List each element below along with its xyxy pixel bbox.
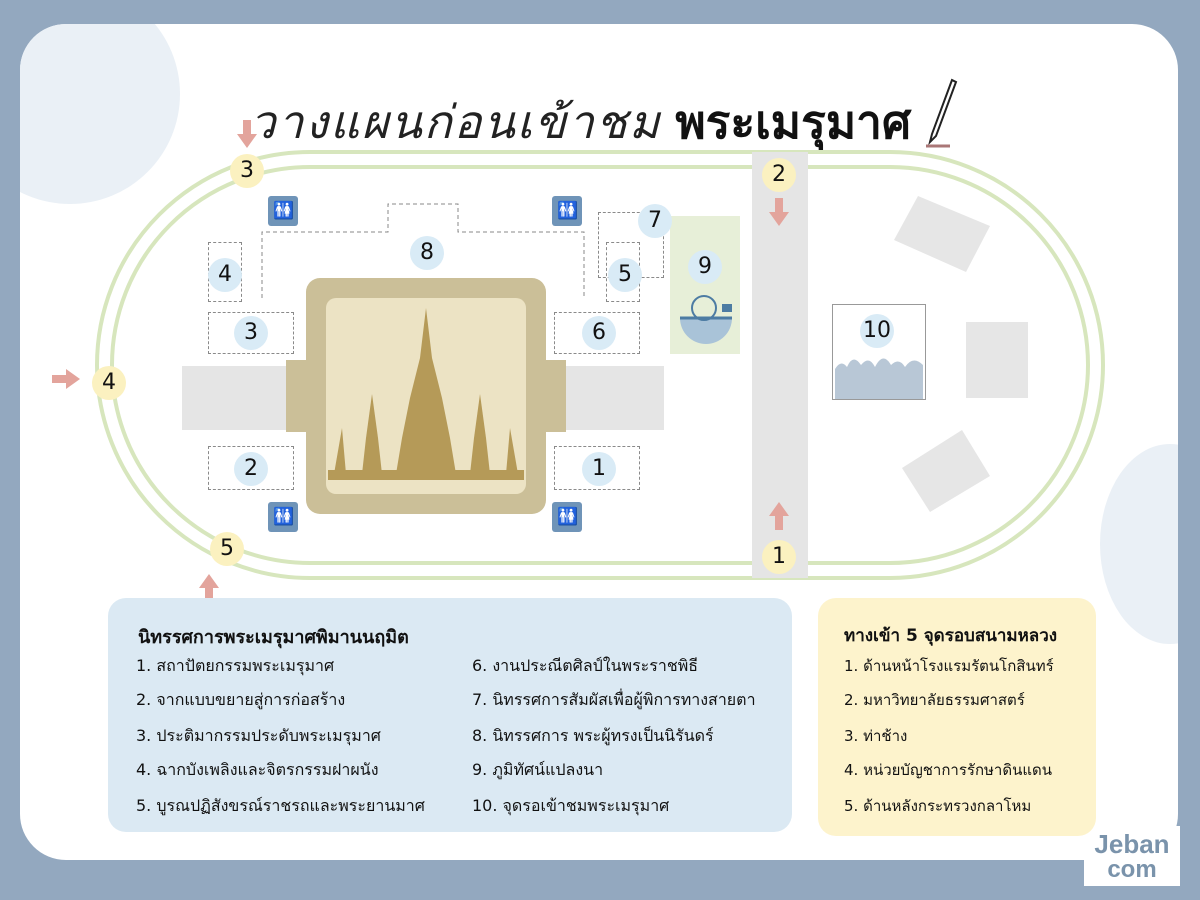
zone-marker-3[interactable]: 3: [234, 316, 268, 350]
gate-marker-5[interactable]: 5: [210, 532, 244, 566]
sanam-luang-track-inner: [110, 165, 1090, 565]
entrances-heading: ทางเข้า 5 จุดรอบสนามหลวง: [844, 626, 1058, 646]
entrance-item: 2. มหาวิทยาลัยธรรมศาสตร์: [844, 691, 1025, 709]
exhibition-heading: นิทรรศการพระเมรุมาศพิมานนฤมิต: [138, 627, 409, 648]
zone-1-area: [554, 446, 640, 490]
right-walkway: [566, 366, 664, 430]
restroom-icon: 🚻: [552, 196, 582, 226]
arrow-down-icon: [237, 120, 257, 148]
zone-marker-4[interactable]: 4: [208, 258, 242, 292]
arrow-right-icon: [52, 369, 80, 389]
page-title: วางแผนก่อนเข้าชมพระเมรุมาศ: [0, 64, 1200, 159]
jeban-logo: Jeban com: [1084, 826, 1180, 886]
water-wheel-icon: [680, 295, 732, 344]
gate-marker-1[interactable]: 1: [762, 540, 796, 574]
entrance-item: 3. ท่าช้าง: [844, 727, 908, 745]
arrow-down-icon: [769, 198, 789, 226]
gate-marker-2[interactable]: 2: [762, 158, 796, 192]
rice-field-zone: [670, 216, 740, 354]
zone-marker-7[interactable]: 7: [638, 204, 672, 238]
restroom-icon: 🚻: [268, 502, 298, 532]
legend-item: 2. จากแบบขยายสู่การก่อสร้าง: [136, 690, 346, 709]
crematorium-spire-icon: [328, 308, 524, 480]
zone-marker-10[interactable]: 10: [860, 314, 894, 348]
legend-item: 10. จุดรอเข้าชมพระเมรุมาศ: [472, 796, 670, 815]
zone-marker-6[interactable]: 6: [582, 316, 616, 350]
restroom-icon: 🚻: [268, 196, 298, 226]
zone-3-area: [208, 312, 294, 354]
exhibition-legend-panel: นิทรรศการพระเมรุมาศพิมานนฤมิต 1. สถาปัตย…: [108, 598, 792, 832]
arrow-up-icon: [769, 502, 789, 530]
logo-line-2: com: [1107, 856, 1157, 883]
pencil-icon: [924, 78, 958, 154]
royal-crematorium-pavilion: [286, 278, 566, 514]
entrance-item: 4. หน่วยบัญชาการรักษาดินแดน: [844, 761, 1053, 779]
zone-6-area: [554, 312, 640, 354]
legend-item: 1. สถาปัตยกรรมพระเมรุมาศ: [136, 656, 335, 675]
entrances-legend-panel: ทางเข้า 5 จุดรอบสนามหลวง 1. ด้านหน้าโรงแ…: [818, 598, 1096, 836]
gate-marker-4[interactable]: 4: [92, 366, 126, 400]
arrow-up-icon: [199, 574, 219, 600]
logo-line-1: Jeban: [1094, 829, 1170, 859]
zone-marker-5[interactable]: 5: [608, 258, 642, 292]
entrance-item: 5. ด้านหลังกระทรวงกลาโหม: [844, 797, 1032, 815]
left-walkway: [182, 366, 302, 430]
gate-marker-3[interactable]: 3: [230, 154, 264, 188]
waiting-area-box: [832, 304, 926, 400]
zone-marker-8[interactable]: 8: [410, 236, 444, 270]
restroom-icon: 🚻: [552, 502, 582, 532]
legend-item: 6. งานประณีตศิลป์ในพระราชพิธี: [472, 656, 699, 675]
title-part-2: พระเมรุมาศ: [675, 95, 912, 149]
legend-item: 9. ภูมิทัศน์แปลงนา: [472, 760, 604, 779]
legend-item: 7. นิทรรศการสัมผัสเพื่อผู้พิการทางสายตา: [472, 690, 756, 709]
zone-marker-9[interactable]: 9: [688, 250, 722, 284]
title-part-1: วางแผนก่อนเข้าชม: [249, 95, 662, 149]
legend-item: 5. บูรณปฏิสังขรณ์ราชรถและพระยานมาศ: [136, 796, 425, 815]
crowd-icon: [835, 358, 923, 399]
sanam-luang-track-outer: [95, 150, 1105, 580]
zone-2-area: [208, 446, 294, 490]
legend-item: 3. ประติมากรรมประดับพระเมรุมาศ: [136, 726, 381, 745]
legend-item: 8. นิทรรศการ พระผู้ทรงเป็นนิรันดร์: [472, 726, 714, 745]
zone-marker-1[interactable]: 1: [582, 452, 616, 486]
legend-item: 4. ฉากบังเพลิงและจิตรกรรมฝาผนัง: [136, 760, 379, 779]
entrance-item: 1. ด้านหน้าโรงแรมรัตนโกสินทร์: [844, 657, 1054, 675]
zone-marker-2[interactable]: 2: [234, 452, 268, 486]
